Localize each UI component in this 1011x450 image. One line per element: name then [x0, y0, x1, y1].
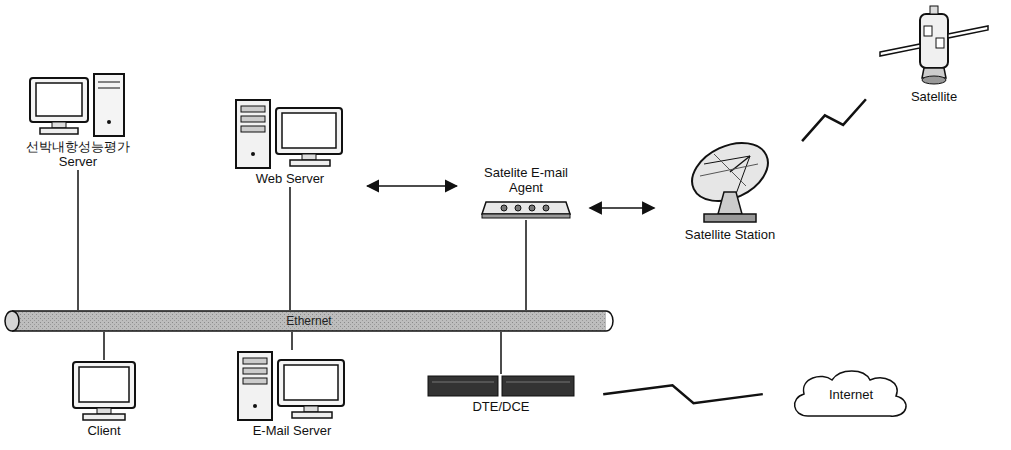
- connector-line: [590, 207, 654, 209]
- client-icon: [71, 360, 137, 422]
- agent-device: [480, 196, 572, 220]
- cloud-node: Internet: [788, 366, 914, 422]
- station-node: Satellite Station: [668, 134, 792, 243]
- connector-line: [77, 170, 79, 310]
- server-icon: [234, 98, 346, 170]
- node-label: Web Server: [254, 170, 326, 187]
- node-label: DTE/DCE: [470, 398, 531, 415]
- connector-line: [289, 187, 291, 310]
- node-label: 선박내항성능평가 Server: [16, 138, 140, 170]
- agent-node: Satelite E-mail Agent: [476, 164, 576, 220]
- connector-line: [525, 220, 527, 310]
- server-icon: [236, 350, 348, 422]
- node-label: Satellite Station: [683, 226, 777, 243]
- node-label: Satelite E-mail Agent: [476, 164, 576, 196]
- connector-line: [291, 332, 293, 350]
- connector-line: [367, 185, 457, 187]
- connector-line: [500, 332, 502, 374]
- client-node: Client: [68, 360, 140, 439]
- satellite-dish: [684, 134, 776, 226]
- server-node: 선박내항성능평가 Server: [16, 72, 140, 170]
- node-label: Internet: [827, 386, 875, 403]
- connector-line: [103, 332, 105, 360]
- node-label: E-Mail Server: [251, 422, 334, 439]
- node-label: Ethernet: [284, 313, 333, 330]
- wireless-link: [603, 385, 763, 403]
- node-label: Client: [85, 422, 122, 439]
- server-node: E-Mail Server: [234, 350, 350, 439]
- modem-device: [426, 374, 576, 398]
- node-label: Satellite: [909, 88, 959, 105]
- satellite-node: Satellite: [876, 4, 992, 105]
- server-icon: [28, 72, 128, 138]
- ethernet-band: Ethernet: [4, 310, 614, 332]
- modem-node: DTE/DCE: [424, 374, 578, 415]
- server-node: Web Server: [232, 98, 348, 187]
- satellite-icon: [878, 4, 990, 88]
- wireless-link: [802, 99, 866, 141]
